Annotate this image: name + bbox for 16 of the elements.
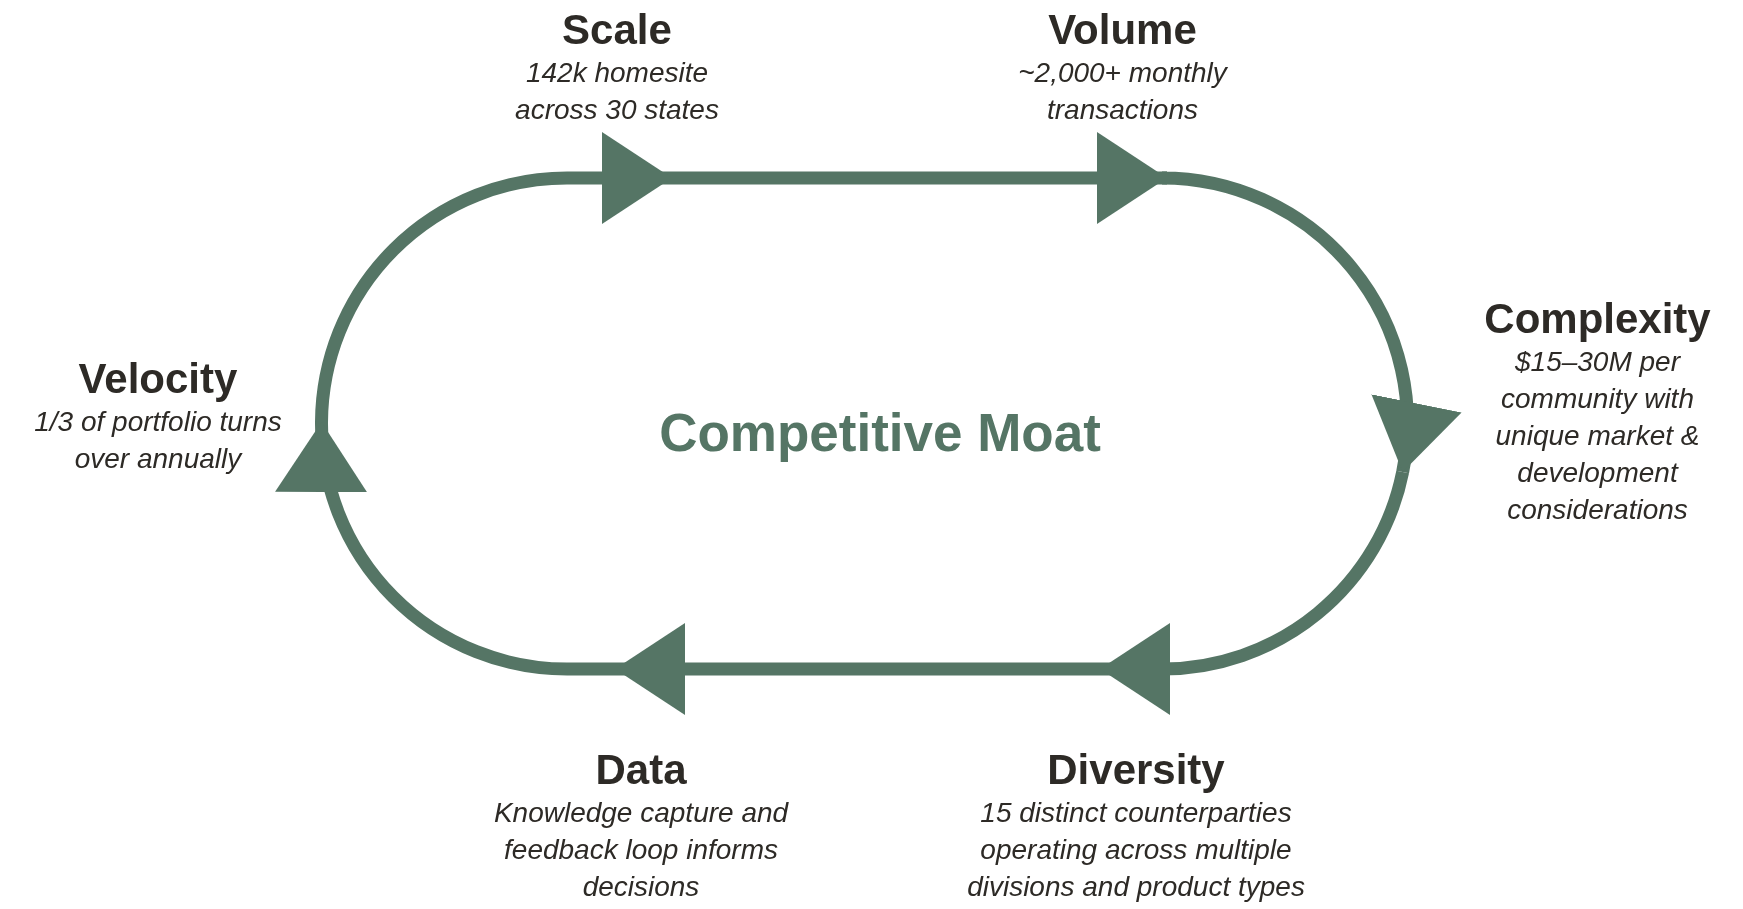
step-description: 15 distinct counterparties operating across multiple divisions and product types bbox=[966, 796, 1306, 904]
center-title: Competitive Moat bbox=[659, 401, 1101, 463]
step-title: Volume bbox=[1047, 6, 1198, 54]
step-title: Complexity bbox=[1483, 295, 1712, 343]
loop-arrow bbox=[1100, 470, 1409, 715]
step-title: Diversity bbox=[1046, 746, 1226, 794]
step-description: Knowledge capture and feedback loop informs decisions bbox=[492, 796, 790, 904]
step-title: Scale bbox=[561, 6, 673, 54]
step-description: 142k homesite across 30 states bbox=[514, 56, 720, 127]
step-description: 1/3 of portfolio turns over annually bbox=[33, 405, 283, 476]
loop-arrow bbox=[315, 132, 672, 423]
step-description: ~2,000+ monthly transactions bbox=[1017, 56, 1229, 127]
loop-arrow bbox=[615, 623, 1100, 715]
step-description: $15–30M per community with unique market & development considerations bbox=[1494, 345, 1701, 527]
step-title: Data bbox=[594, 746, 688, 794]
step-title: Velocity bbox=[77, 355, 239, 403]
